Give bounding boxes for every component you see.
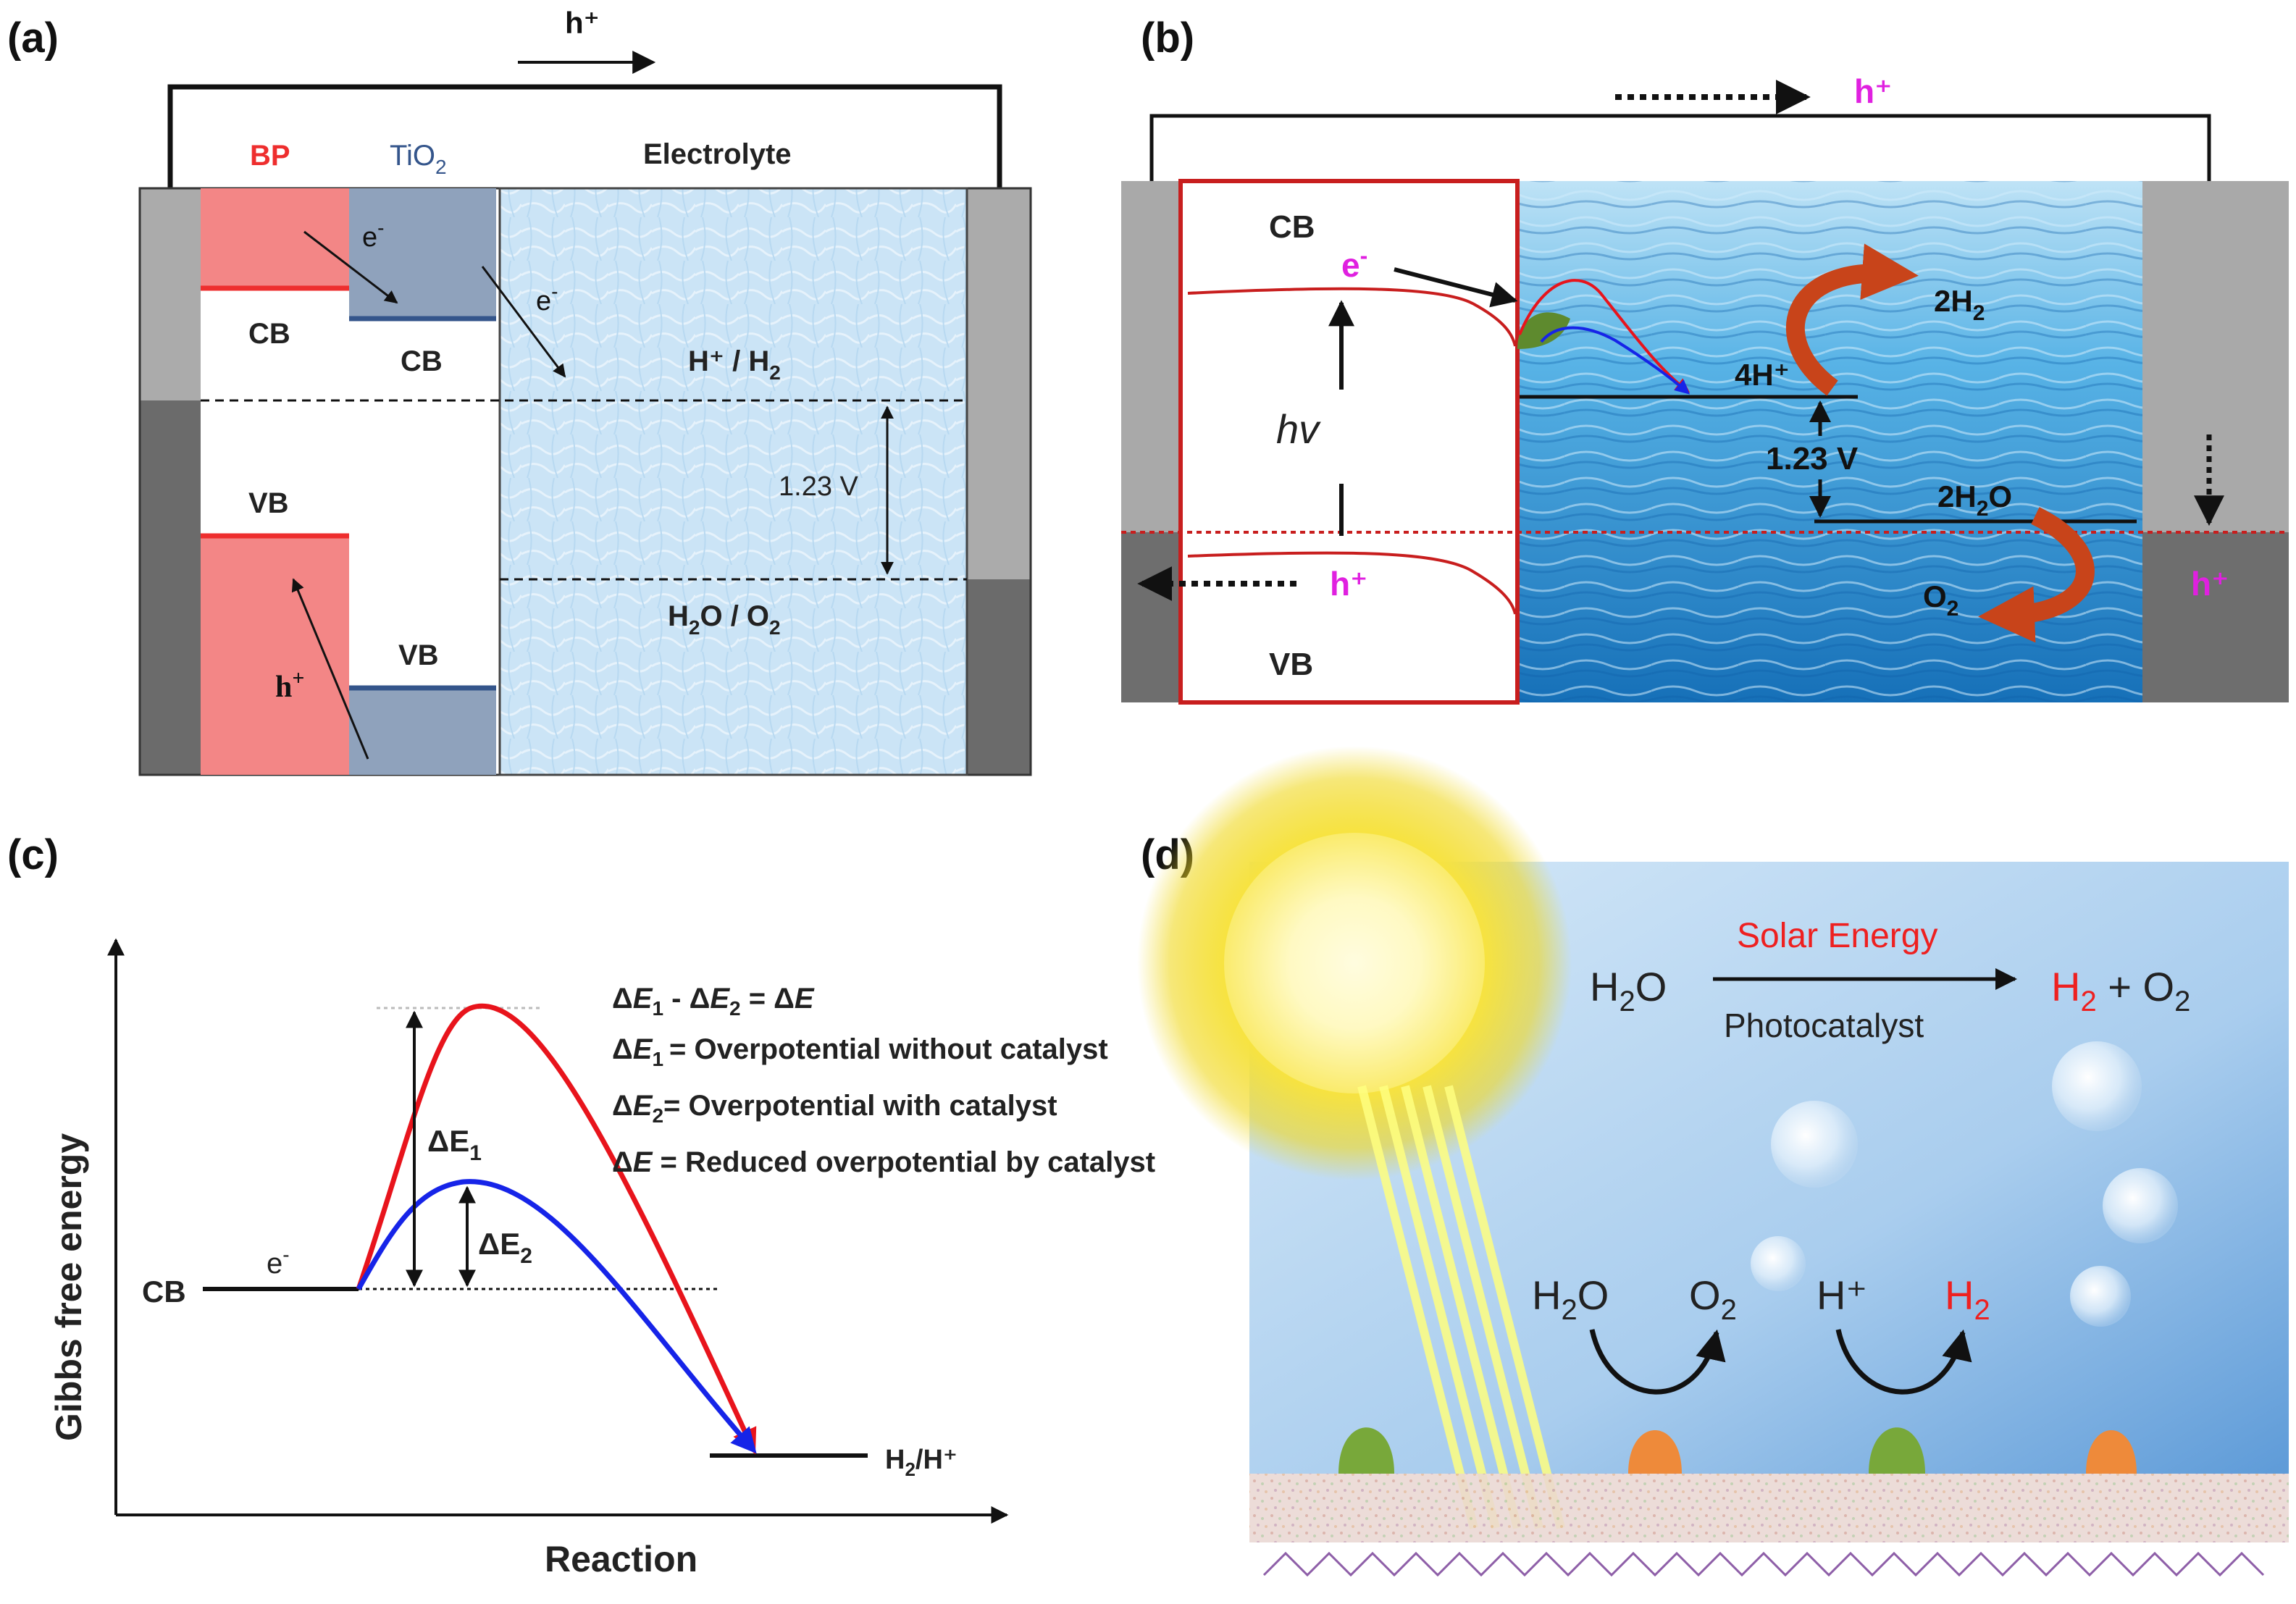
panel-c-eq-line-1: ΔE1 - ΔE2 = ΔE bbox=[612, 983, 815, 1020]
panel-a-h2o-o2-label: H2O / O2 bbox=[668, 600, 781, 639]
panel-a-tio2-vb-region bbox=[349, 688, 496, 775]
panel-b-electron-to-water-arrow bbox=[1394, 267, 1518, 308]
panel-d-bubble bbox=[2052, 1041, 2142, 1131]
panel-c-eq-line-2: ΔE1= Overpotential without catalyst bbox=[612, 1033, 1108, 1070]
panel-d-low-hplus-label: H⁺ bbox=[1817, 1272, 1867, 1318]
panel-a-voltage-label: 1.23 V bbox=[779, 471, 859, 502]
panel-a-hole-bottom-label: h+ bbox=[275, 666, 304, 704]
panel-a-right-electrode-top bbox=[967, 188, 1031, 579]
panel-d-low-h2-label: H2 bbox=[1945, 1272, 1990, 1326]
panel-d-photocatalyst-label: Photocatalyst bbox=[1724, 1007, 1924, 1044]
panel-a: (a) h⁺ BP TiO2 Electrolyte bbox=[7, 6, 1032, 776]
panel-d-sun bbox=[1137, 746, 1572, 1180]
panel-c-eq-line-3: ΔE2= Overpotential with catalyst bbox=[612, 1090, 1057, 1127]
panel-a-left-electrode-bottom bbox=[140, 400, 201, 775]
panel-c-label: (c) bbox=[7, 831, 59, 878]
panel-d-reduction-arrow bbox=[1835, 1329, 1972, 1395]
panel-a-e-label-1: e- bbox=[362, 217, 384, 253]
panel-d-oxidation-arrow bbox=[1589, 1329, 1726, 1395]
panel-b-voltage-label: 1.23 V bbox=[1766, 441, 1859, 476]
panel-b-vb-label: VB bbox=[1269, 647, 1313, 682]
panel-d-h2o-label: H2O bbox=[1590, 964, 1667, 1017]
panel-b-hv-label: hv bbox=[1276, 406, 1321, 452]
panel-a-cb-label-2: CB bbox=[401, 345, 443, 377]
panel-d-orange-cocatalyst bbox=[2086, 1430, 2137, 1474]
panel-a-hole-arrow-diag bbox=[291, 578, 369, 760]
panel-b-4h-label: 4H⁺ bbox=[1735, 358, 1790, 392]
panel-a-hole-label: h⁺ bbox=[565, 6, 600, 40]
panel-c-x-axis-label: Reaction bbox=[545, 1539, 697, 1579]
panel-a-h-h2-label: H⁺ / H2 bbox=[688, 345, 781, 384]
panel-d-orange-cocatalyst bbox=[1628, 1430, 1682, 1474]
panel-a-bp-cb-region bbox=[201, 188, 349, 288]
panel-d-green-cocatalyst bbox=[1338, 1427, 1394, 1474]
panel-b-semiconductor bbox=[1178, 179, 1520, 705]
panel-c-cb-label: CB bbox=[142, 1275, 186, 1309]
panel-b-e-label: e- bbox=[1341, 243, 1367, 284]
panel-a-tio2-cb-region bbox=[349, 188, 496, 319]
panel-b: (b) h⁺ bbox=[1121, 14, 2289, 705]
panel-a-tio2-label: TiO2 bbox=[390, 140, 447, 178]
panel-d-bubble bbox=[2103, 1168, 2178, 1243]
panel-b-cocatalyst bbox=[1517, 312, 1570, 349]
panel-c-y-axis-label: Gibbs free energy bbox=[49, 1133, 89, 1441]
panel-b-cb-bend bbox=[1187, 287, 1517, 347]
panel-d-green-cocatalyst bbox=[1869, 1427, 1925, 1474]
panel-d-solar-energy-label: Solar Energy bbox=[1737, 917, 1937, 955]
panel-a-bp-vb-region bbox=[201, 536, 349, 775]
panel-d-products-label: H2 + O2 bbox=[2051, 964, 2190, 1017]
panel-a-e-label-2: e- bbox=[536, 280, 558, 316]
panel-b-left-electrode-bottom bbox=[1121, 532, 1181, 702]
panel-a-electrolyte-label: Electrolyte bbox=[643, 138, 792, 170]
panel-a-right-electrode-bottom bbox=[967, 579, 1031, 775]
panel-b-h2-reaction-arrow bbox=[1785, 243, 1919, 396]
panel-d-bubble bbox=[1751, 1236, 1806, 1291]
panel-a-electron-arrow-2 bbox=[481, 266, 566, 378]
panel-b-hole-mid-label: h⁺ bbox=[1330, 565, 1367, 602]
panel-c-e-label: e- bbox=[267, 1243, 290, 1280]
panel-c-de2-label: ΔE2 bbox=[478, 1227, 532, 1268]
panel-a-left-electrode-top bbox=[140, 188, 201, 400]
panel-d-molecular-chain bbox=[1262, 1551, 2265, 1577]
panel-b-right-electrode-bottom bbox=[2142, 532, 2289, 702]
panel-b-label: (b) bbox=[1141, 14, 1194, 62]
panel-b-h2o-label: 2H2O bbox=[1937, 479, 2012, 521]
panel-d-bubble bbox=[1771, 1101, 1858, 1188]
panel-a-vb-label-2: VB bbox=[398, 639, 439, 671]
panel-c-end-label: H2/H⁺ bbox=[885, 1445, 958, 1480]
panel-a-electron-arrow-1 bbox=[303, 230, 398, 304]
panel-b-red-path bbox=[1518, 279, 1690, 393]
panel-b-left-electrode-top bbox=[1121, 181, 1181, 532]
panel-b-vb-bend bbox=[1187, 551, 1517, 615]
panel-a-label: (a) bbox=[7, 14, 59, 62]
panel-d-low-h2o-label: H2O bbox=[1532, 1272, 1609, 1326]
panel-b-blue-path bbox=[1540, 326, 1690, 395]
panel-a-bp-label: BP bbox=[250, 140, 290, 172]
panel-b-right-electrode-top bbox=[2142, 181, 2289, 532]
panel-b-hole-label: h⁺ bbox=[1854, 72, 1892, 110]
panel-c-de1-label: ΔE1 bbox=[427, 1124, 482, 1165]
panel-b-o2-label: O2 bbox=[1923, 579, 1958, 621]
panel-d-low-o2-label: O2 bbox=[1689, 1272, 1737, 1326]
panel-d-photocatalyst-surface bbox=[1249, 1474, 2289, 1542]
panel-a-cb-label-1: CB bbox=[248, 318, 290, 350]
panel-a-electrolyte bbox=[498, 187, 968, 776]
panel-d-light-beams bbox=[1357, 1085, 1565, 1529]
panel-d: (d) Solar E bbox=[1137, 746, 2289, 1577]
panel-b-circuit-wire bbox=[1149, 114, 2211, 181]
panel-b-o2-reaction-arrow bbox=[1978, 507, 2095, 643]
panel-b-hole-right-label: h⁺ bbox=[2191, 565, 2229, 602]
panel-c-eq-line-4: ΔE = Reduced overpotential by catalyst bbox=[612, 1146, 1155, 1178]
panel-b-h2-label: 2H2 bbox=[1934, 284, 1985, 325]
panel-a-circuit-wire bbox=[167, 84, 1002, 188]
panel-c: (c) Gibbs free energy Reaction CB e- H2/… bbox=[7, 831, 1155, 1579]
panel-b-cb-label: CB bbox=[1269, 209, 1315, 245]
panel-d-bubble bbox=[2070, 1266, 2131, 1327]
panel-c-blue-curve bbox=[356, 1179, 757, 1454]
panel-a-vb-label-1: VB bbox=[248, 487, 289, 519]
